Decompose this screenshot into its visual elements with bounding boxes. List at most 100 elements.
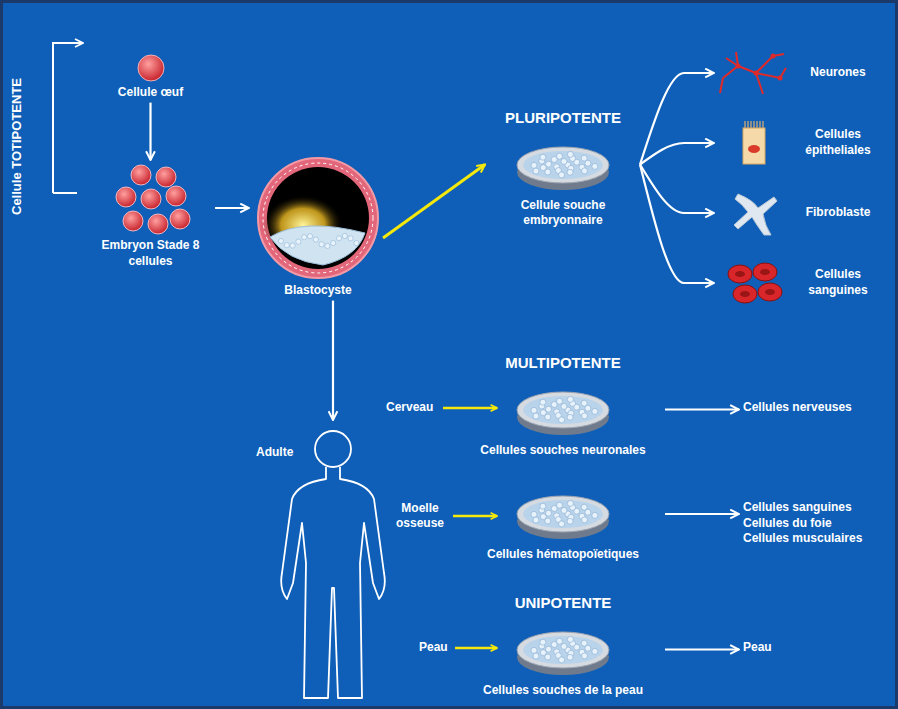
cell-caption: Neurones — [788, 65, 888, 81]
connector-arrow — [665, 513, 739, 515]
illustration-part — [740, 291, 750, 297]
illustration-part — [559, 521, 565, 527]
epith-icon — [718, 118, 788, 168]
illustration-part — [582, 167, 588, 173]
illustration-part — [278, 238, 283, 243]
illustration-part — [354, 241, 359, 246]
illustration-part — [567, 636, 573, 642]
connector-arrow — [215, 207, 249, 209]
illustration-part — [533, 413, 539, 419]
illustration-part — [585, 405, 591, 411]
illustration-part — [545, 653, 551, 659]
illustration-part — [567, 654, 573, 660]
cell-caption: Fibroblaste — [788, 205, 888, 221]
illustration-part — [743, 128, 765, 164]
illustration-part — [567, 169, 573, 175]
neuron-illustration — [720, 52, 786, 94]
illustration-part — [545, 168, 551, 174]
connector-arrow — [665, 408, 739, 410]
egg-icon — [131, 51, 171, 85]
illustration-part — [778, 76, 783, 81]
cell-caption: Cellules nerveuses — [743, 400, 852, 416]
illustration-part — [123, 211, 143, 231]
connector-arrow — [332, 301, 334, 420]
illustration-part — [523, 151, 603, 179]
egg-node: Cellule œuf — [103, 51, 198, 101]
output-node: Cellules nerveuses — [743, 400, 891, 416]
illustration-part — [581, 504, 587, 510]
illustration-part — [331, 240, 336, 245]
embryo-node: Embryon Stade 8 cellules — [88, 163, 213, 269]
dish-node: MULTIPOTENTECellules souches neuronales — [463, 353, 663, 458]
illustration-part — [307, 234, 312, 239]
illustration-part — [551, 401, 557, 407]
blast-illustration — [258, 158, 378, 278]
illustration-part — [531, 647, 537, 653]
fibro-icon — [718, 188, 788, 238]
illustration-part — [561, 158, 567, 164]
illustration-part — [581, 155, 587, 161]
illustration-part — [302, 235, 307, 240]
dish-node: UNIPOTENTECellules souches de la peau — [463, 593, 663, 698]
output-node: Cellules sanguinesCellules du foieCellul… — [743, 500, 891, 547]
illustration-part — [517, 496, 609, 532]
illustration-part — [582, 412, 588, 418]
cell-caption: Cellule souche embryonnaire — [488, 198, 638, 229]
illustration-part — [735, 271, 745, 277]
dish-illustration — [517, 496, 609, 539]
illustration-part — [585, 645, 591, 651]
illustration-part — [533, 653, 539, 659]
illustration-part — [148, 214, 168, 234]
connector-arrow — [640, 165, 714, 284]
illustration-part — [531, 162, 537, 168]
illustration-part — [557, 153, 563, 159]
epith-illustration — [743, 121, 765, 164]
output-node: Peau — [743, 640, 883, 656]
blood-node: Cellules sanguines — [718, 258, 888, 308]
neuron-node: Neurones — [718, 48, 888, 98]
illustration-part — [758, 283, 782, 301]
illustration-part — [760, 269, 770, 275]
illustration-part — [734, 194, 777, 235]
illustration-part — [342, 233, 347, 238]
dish-illustration — [517, 147, 609, 190]
cell-caption: Cellules du foie — [743, 516, 832, 532]
illustration-part — [559, 416, 565, 422]
illustration-part — [551, 641, 557, 647]
illustration-part — [557, 398, 563, 404]
illustration-part — [290, 243, 295, 248]
illustration-part — [765, 289, 775, 295]
illustration-part — [540, 503, 546, 509]
illustration-part — [728, 265, 752, 283]
illustration-part — [540, 154, 546, 160]
adult-icon — [248, 423, 418, 703]
illustration-part — [540, 399, 546, 405]
illustration-part — [557, 502, 563, 508]
illustration-part — [517, 392, 609, 428]
illustration-part — [551, 156, 557, 162]
illustration-part — [753, 263, 777, 281]
illustration-part — [754, 71, 759, 76]
cell-caption: Cellules sanguines — [743, 500, 852, 516]
connector-arrow — [383, 165, 485, 239]
illustration-part — [733, 285, 757, 303]
illustration-part — [315, 431, 351, 467]
illustration-part — [736, 64, 741, 69]
illustration-part — [581, 640, 587, 646]
illustration-part — [545, 413, 551, 419]
illustration-part — [592, 512, 598, 518]
dish-icon — [513, 617, 613, 683]
illustration-part — [546, 510, 552, 516]
illustration-part — [581, 400, 587, 406]
illustration-part — [270, 226, 365, 265]
illustration-part — [559, 656, 565, 662]
dish-node: PLURIPOTENTECellule souche embryonnaire — [488, 108, 638, 229]
illustration-part — [561, 643, 567, 649]
illustration-part — [585, 509, 591, 515]
illustration-part — [545, 518, 551, 524]
illustration-part — [567, 500, 573, 506]
illustration-part — [747, 121, 748, 128]
cell-caption: Cellules souches neuronales — [480, 443, 645, 459]
illustration-part — [258, 158, 378, 278]
illustration-layer — [3, 3, 895, 706]
